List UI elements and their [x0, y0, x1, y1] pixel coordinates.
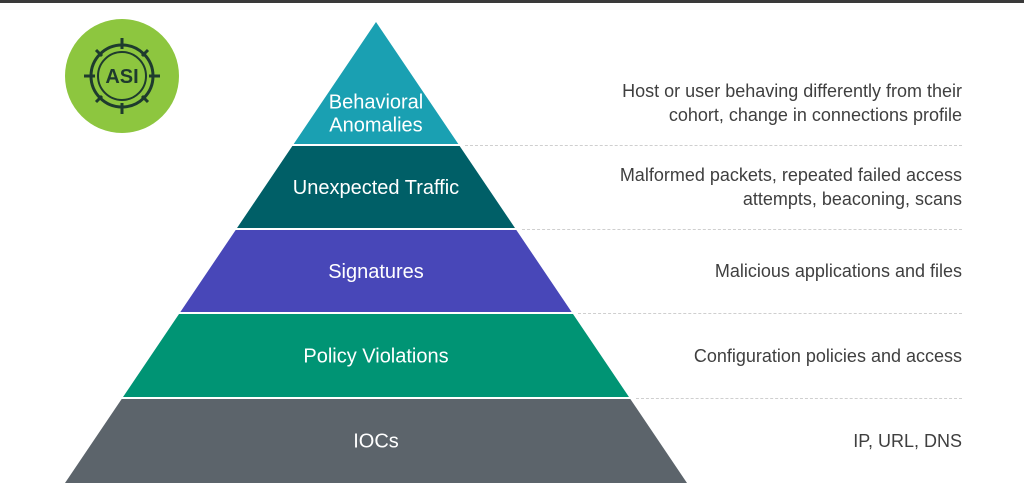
asi-logo-graphic: ASI [65, 19, 179, 133]
tier-label-1-line-1: Behavioral [329, 92, 424, 114]
pyramid-tier-1 [293, 22, 459, 144]
tier-label-3: Signatures [328, 261, 424, 283]
row-divider-4 [635, 398, 962, 399]
row-divider-3 [578, 313, 962, 314]
row-divider-2 [521, 229, 962, 230]
pyramid-tier-2 [237, 146, 515, 228]
tier-label-5: IOCs [353, 431, 399, 453]
crosshair-icon [84, 38, 160, 114]
pyramid-tier-5 [65, 399, 687, 483]
tier-description-1: Host or user behaving differently from t… [622, 81, 962, 125]
tier-label-2: Unexpected Traffic [293, 177, 459, 199]
pyramid-tier-4 [123, 314, 629, 397]
tier-label-4: Policy Violations [303, 346, 448, 368]
top-border [0, 0, 1024, 3]
asi-logo: ASI [65, 19, 179, 133]
logo-background [65, 19, 179, 133]
logo-text: ASI [105, 66, 138, 88]
pyramid-tier-3 [180, 230, 572, 312]
tier-description-2: Malformed packets, repeated failed acces… [619, 165, 962, 209]
tier-description-4: Configuration policies and access [693, 345, 962, 366]
tier-description-5: IP, URL, DNS [853, 430, 962, 451]
tier-description-3: Malicious applications and files [714, 261, 962, 281]
row-divider-1 [464, 145, 962, 146]
tier-label-1-line-2: Anomalies [329, 115, 422, 137]
